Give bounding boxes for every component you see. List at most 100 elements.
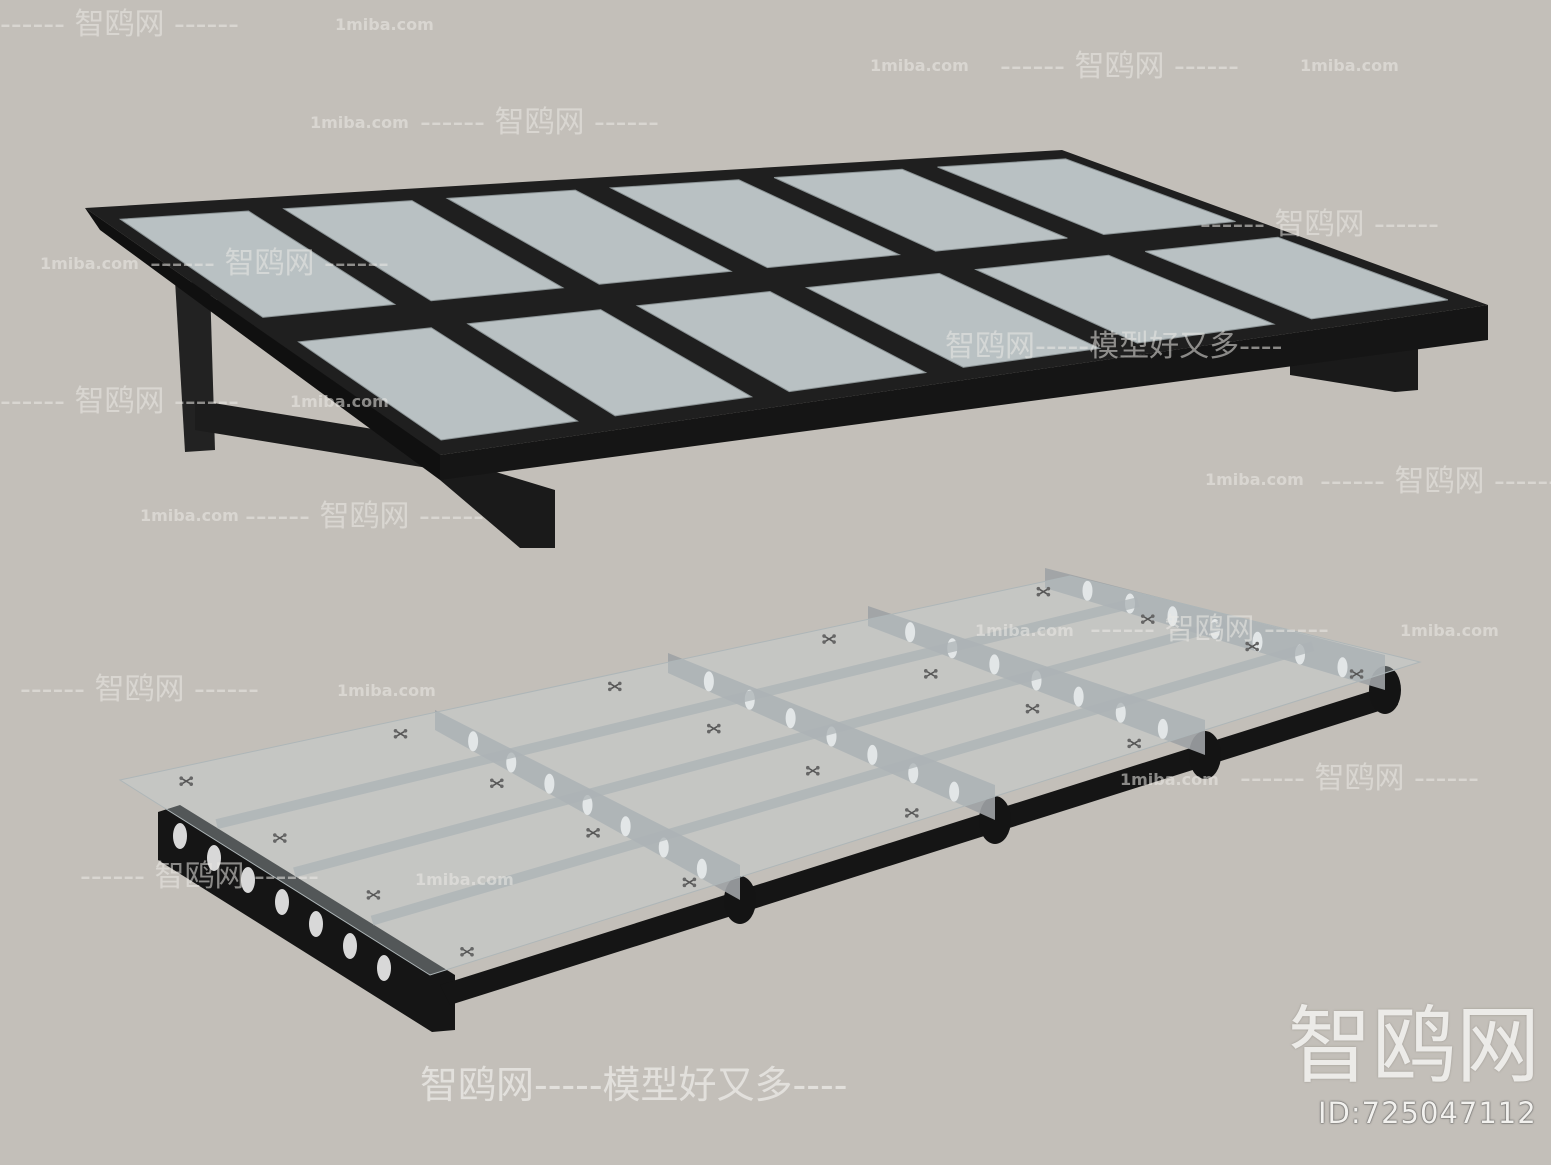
spider-fitting-icon: [1036, 586, 1051, 597]
fitting-bolt: [608, 687, 612, 692]
watermark-site: 1miba.com: [310, 113, 409, 132]
fin-hole: [949, 781, 960, 802]
fitting-bolt: [179, 782, 184, 786]
plate-hole: [241, 867, 255, 893]
glass-pane: [297, 327, 579, 441]
fitting-bolt: [490, 784, 494, 789]
fitting-bolt: [403, 735, 408, 739]
fitting-bolt: [1245, 641, 1249, 646]
glass-pane: [937, 158, 1236, 236]
watermark-site: 1miba.com: [1300, 56, 1399, 75]
fitting-bolt: [273, 833, 277, 837]
watermark: ------ 智鸥网 ------: [1240, 761, 1479, 796]
fitting-bolt: [1359, 675, 1364, 679]
fin-hole: [544, 773, 555, 794]
fitting-bolt: [933, 675, 938, 679]
plate-hole: [377, 955, 391, 981]
watermark-site: 1miba.com: [1400, 621, 1499, 640]
top-canopy-model: [85, 150, 1488, 548]
watermark-site: 1miba.com: [140, 506, 239, 525]
fitting-bolt: [816, 771, 820, 776]
fitting-bolt: [923, 669, 928, 673]
model-id-label: ID:725047112: [1318, 1096, 1537, 1130]
spider-fitting-icon: [1245, 641, 1259, 652]
plate-hole: [309, 911, 323, 937]
fitting-bolt: [1036, 592, 1041, 597]
glass-pane: [804, 272, 1102, 368]
bracket-bottom: [440, 455, 555, 548]
fitting-bolt: [822, 640, 826, 644]
fin-hole: [696, 858, 707, 879]
fin-hole: [905, 622, 916, 643]
fin-hole: [1082, 580, 1093, 601]
spider-fitting-icon: [905, 808, 919, 818]
fitting-bolt: [806, 765, 810, 770]
spider-fitting-icon: [393, 729, 408, 739]
fin-hole: [867, 744, 878, 765]
fitting-bolt: [1137, 744, 1141, 749]
fitting-bolt: [1025, 703, 1030, 708]
fin-hole: [1252, 631, 1263, 652]
spider-fitting-icon: [608, 681, 622, 692]
spider-fitting-icon: [179, 776, 194, 786]
plate-hole: [343, 933, 357, 959]
spider-fitting-icon: [273, 833, 287, 843]
watermark: ------ 智鸥网 ------: [0, 384, 239, 419]
fitting-bolt: [366, 896, 371, 900]
fitting-bolt: [618, 681, 622, 686]
fitting-bolt: [1036, 586, 1041, 591]
fitting-bolt: [1150, 620, 1155, 624]
glass-pane: [635, 290, 928, 393]
front-beam: [440, 305, 1488, 480]
fitting-bolt: [822, 634, 826, 638]
fitting-bolt: [832, 634, 836, 638]
fitting-bolt: [1046, 586, 1051, 591]
spider-fitting-icon: [682, 877, 697, 888]
fin-hole: [989, 654, 1000, 675]
fitting-bolt: [376, 890, 381, 894]
watermark-slogan: 智鸥网-----模型好又多----: [945, 329, 1283, 364]
fin-hole: [1337, 657, 1348, 678]
fitting-bolt: [1137, 738, 1141, 743]
fitting-bolt: [500, 778, 504, 783]
glass-pane: [282, 200, 565, 302]
watermark: ------ 智鸥网 ------: [1200, 207, 1439, 242]
fitting-bolt: [905, 808, 909, 812]
fitting-bolt: [832, 640, 836, 644]
watermark-site: 1miba.com: [337, 681, 436, 700]
watermark: ------ 智鸥网 ------: [245, 499, 484, 534]
fitting-bolt: [586, 834, 590, 838]
fitting-bolt: [1140, 620, 1145, 624]
watermark-site: 1miba.com: [870, 56, 969, 75]
fin-hole: [620, 816, 631, 837]
fitting-bolt: [189, 776, 194, 780]
spider-fitting-icon: [586, 828, 600, 838]
fitting-bolt: [1127, 738, 1131, 743]
fitting-bolt: [189, 782, 194, 786]
fitting-bolt: [283, 833, 287, 837]
watermark: ------ 智鸥网 ------: [20, 672, 259, 707]
fitting-bolt: [1349, 675, 1354, 679]
fitting-bolt: [393, 729, 398, 733]
fitting-bolt: [586, 828, 590, 832]
watermark: ------ 智鸥网 ------: [1000, 49, 1239, 84]
fitting-bolt: [393, 735, 398, 739]
fitting-bolt: [707, 729, 711, 734]
fitting-bolt: [283, 839, 287, 843]
fitting-bolt: [1359, 669, 1364, 673]
fitting-bolt: [618, 687, 622, 692]
fitting-bolt: [1046, 592, 1051, 597]
fitting-bolt: [366, 890, 371, 894]
fitting-bolt: [923, 675, 928, 679]
cross-bar: [215, 597, 1140, 829]
fitting-bolt: [692, 883, 697, 888]
fitting-bolt: [1025, 709, 1030, 714]
spider-fitting-icon: [923, 669, 938, 679]
fitting-bolt: [1255, 641, 1259, 646]
glass-sheet: [118, 575, 1422, 976]
fitting-bolt: [915, 808, 919, 812]
fitting-bolt: [179, 776, 184, 780]
watermark-site: 1miba.com: [335, 15, 434, 34]
watermark-slogan-bottom: 智鸥网-----模型好又多----: [420, 1063, 848, 1107]
fitting-bolt: [1140, 614, 1145, 618]
